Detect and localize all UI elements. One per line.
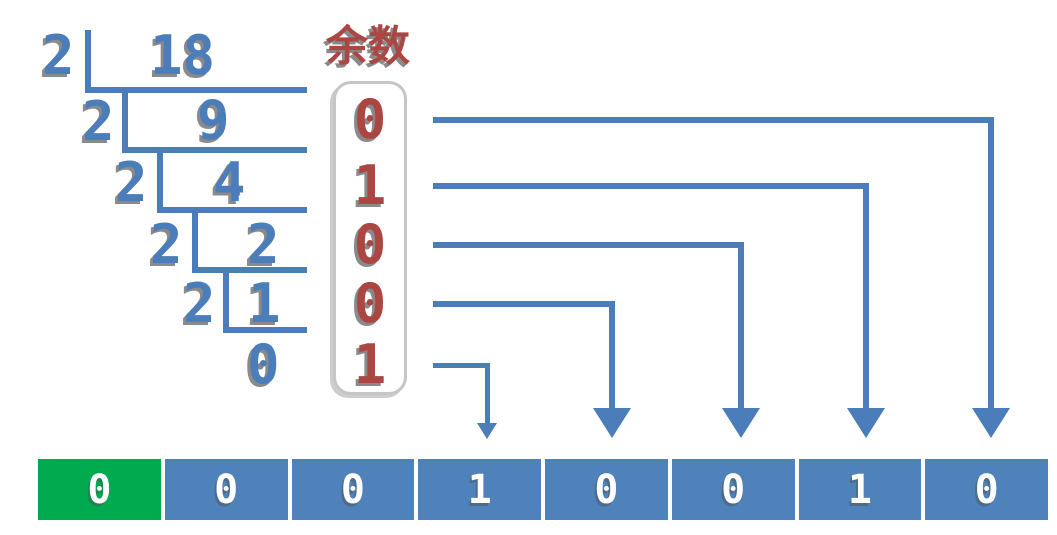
arrow-line [988,117,994,413]
division-line [122,147,307,153]
arrow-line [609,301,615,413]
arrow-down-icon [847,408,885,438]
division-line [157,207,307,213]
ladder-divisor: 2 [183,272,216,335]
division-line [192,267,307,273]
remainder-label: 余数 [325,21,411,71]
ladder-divisor: 2 [82,90,115,153]
ladder-divisor: 2 [150,213,183,276]
remainder-box [333,81,407,395]
division-vbar [157,147,163,213]
ladder-quotient: 1 [248,272,281,335]
ladder-divisor: 2 [115,151,148,214]
ladder-final-quotient: 0 [247,333,280,396]
ladder-divisor: 2 [42,24,75,87]
ladder-quotient: 9 [197,89,230,152]
result-cell: 0 [671,459,795,520]
division-vbar [192,207,198,273]
remainder-digit: 0 [353,88,387,151]
division-vbar [223,267,229,333]
remainder-digit: 0 [353,213,387,276]
arrow-down-icon [477,423,497,439]
division-vbar [85,30,91,93]
ladder-quotient: 2 [247,213,280,276]
result-cell: 0 [545,459,668,520]
arrow-down-icon [593,408,631,438]
arrow-line [433,117,994,123]
binary-result-row: 0 0 0 1 0 0 1 0 [38,459,1048,520]
arrow-down-icon [722,408,760,438]
ladder-quotient: 18 [150,24,216,87]
arrow-line [433,242,744,248]
remainder-digit: 0 [353,272,387,335]
remainder-digit: 1 [353,333,387,396]
result-cell: 0 [164,459,288,520]
arrow-line [433,301,615,307]
result-cell: 0 [925,459,1048,520]
division-line [223,327,307,333]
arrow-line [738,242,744,413]
ladder-quotient: 4 [213,151,246,214]
arrow-line [863,183,869,413]
result-cell: 1 [418,459,541,520]
arrow-line [485,363,490,425]
result-cell: 0 [291,459,415,520]
result-cell-highlighted: 0 [38,459,161,520]
arrow-line [433,183,869,189]
division-vbar [122,87,128,153]
arrow-down-icon [972,408,1010,438]
arrow-line [433,363,490,368]
result-cell: 1 [798,459,922,520]
division-line [85,87,307,93]
remainder-digit: 1 [353,154,387,217]
